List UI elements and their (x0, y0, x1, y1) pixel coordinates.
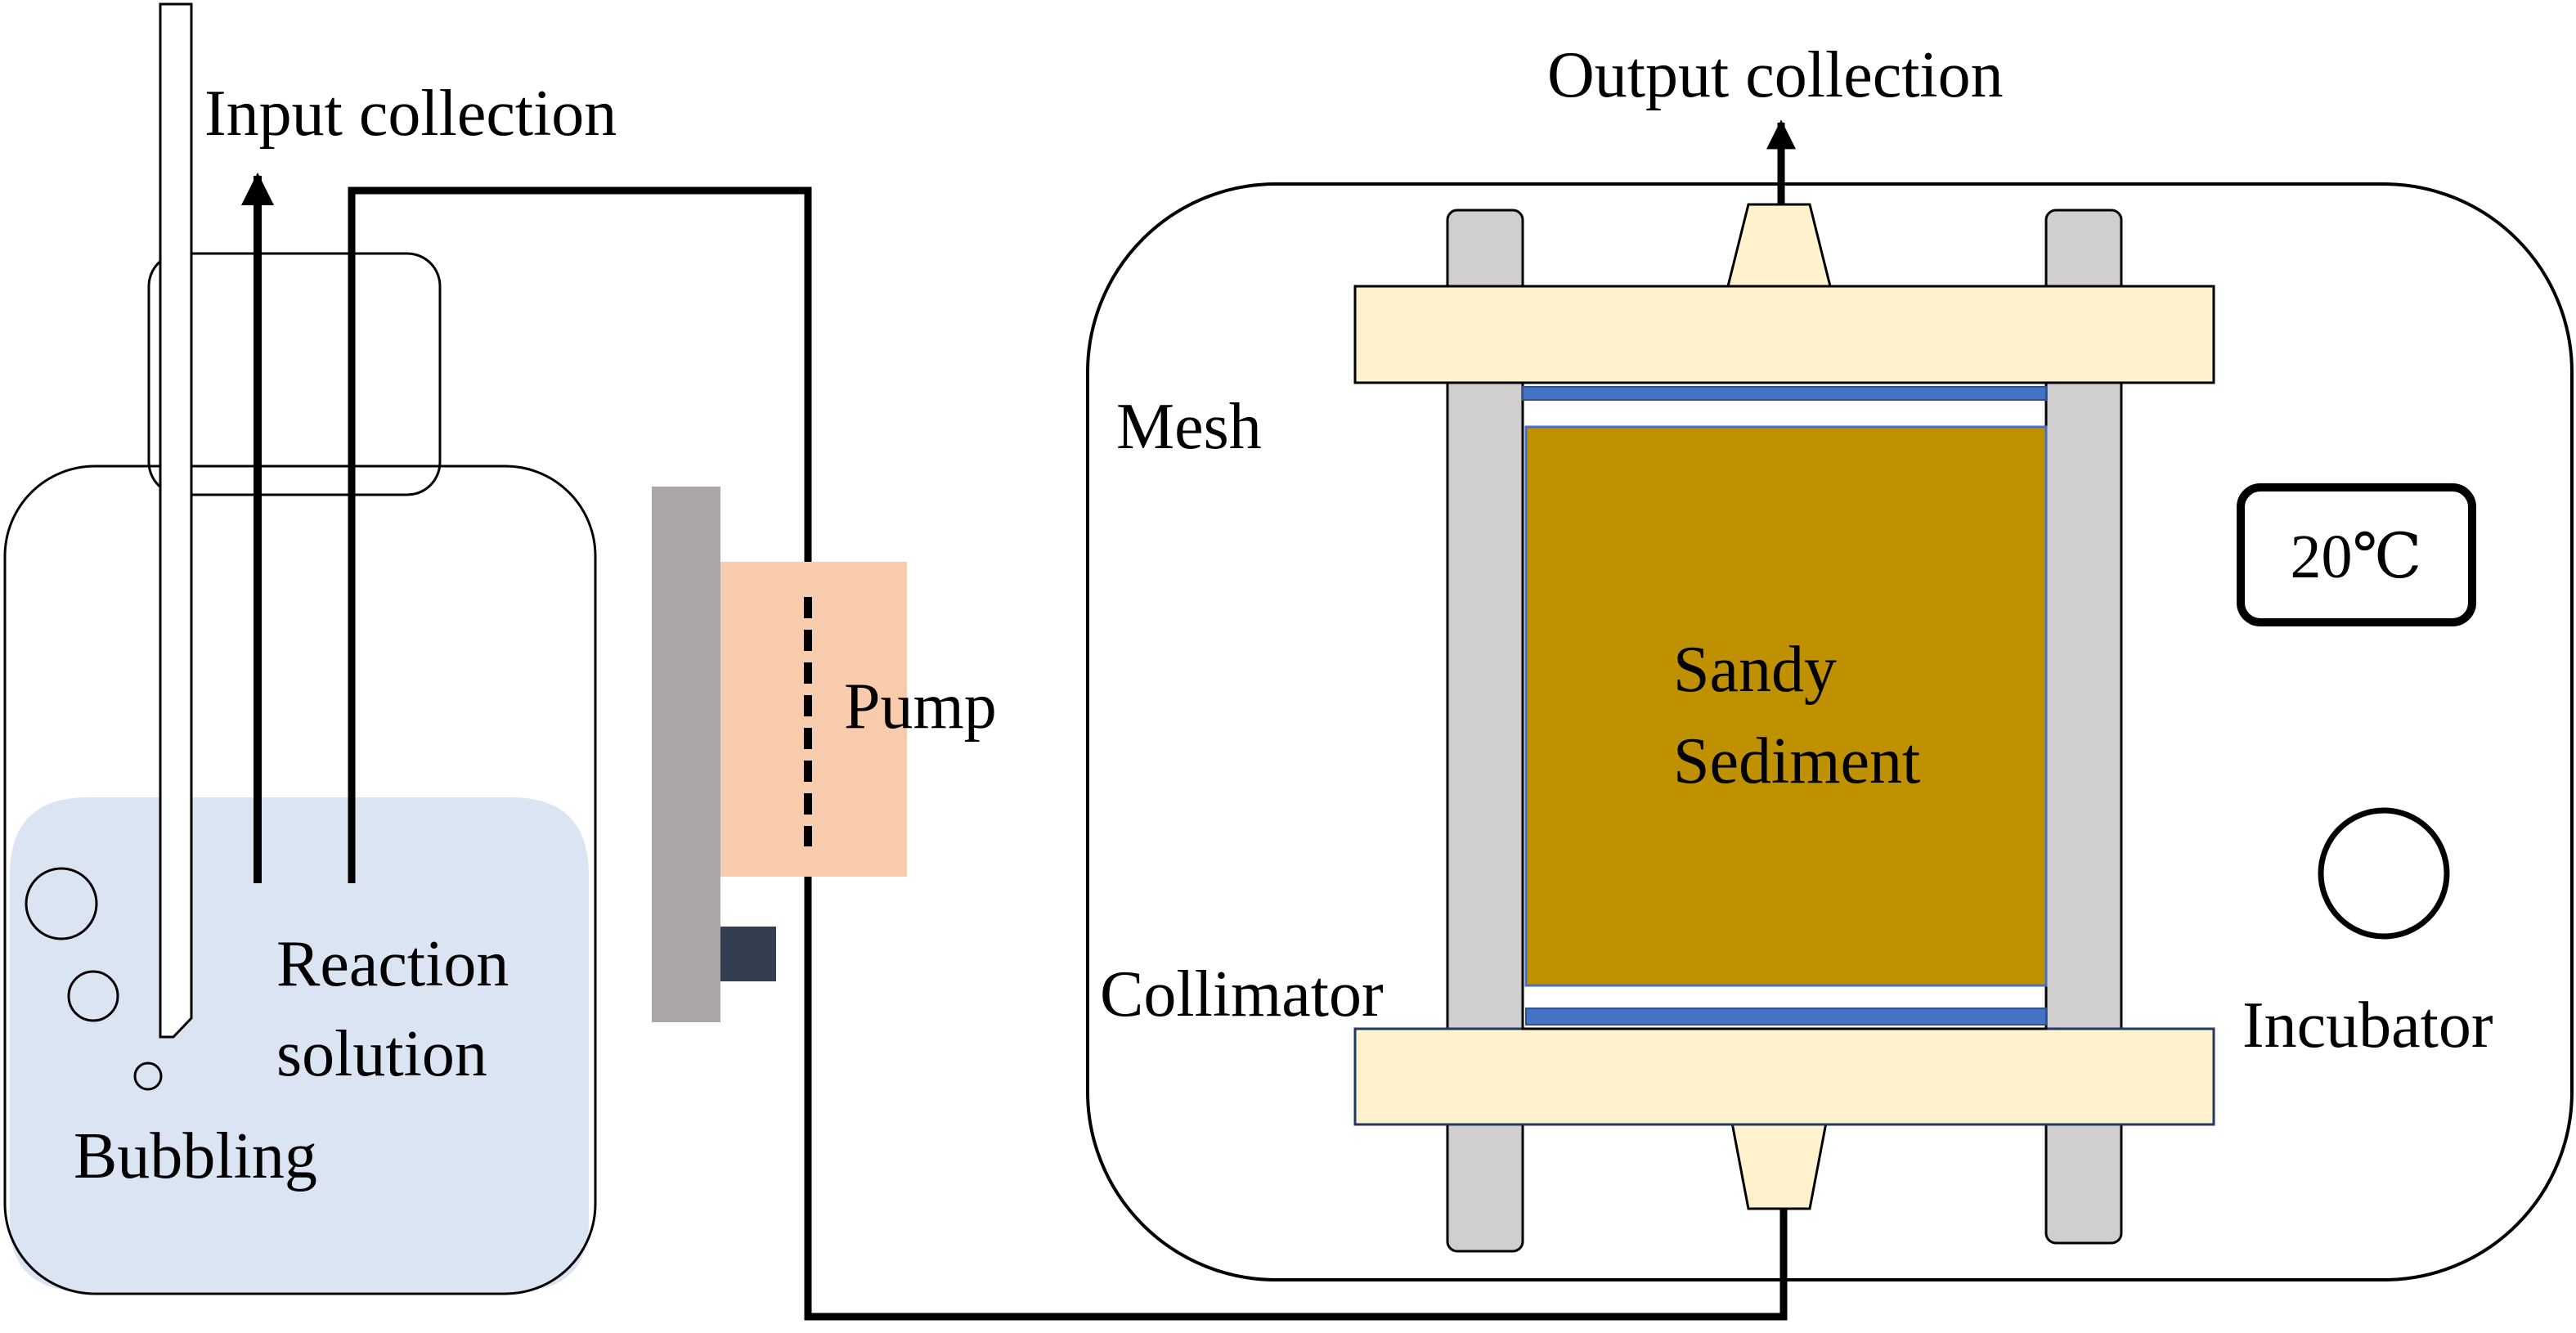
mesh-top (1522, 386, 2047, 401)
sandy-sediment (1524, 425, 2048, 987)
sediment-column (1353, 119, 2215, 1253)
top-connector (1726, 203, 1832, 288)
pump-body (720, 562, 907, 877)
output-collection-label: Output collection (1547, 39, 2004, 111)
pump-motor (720, 927, 776, 981)
bubble-small (133, 1061, 163, 1091)
incubator (1086, 182, 2574, 1281)
bottom-connector (1730, 1121, 1828, 1210)
temperature-display (2237, 483, 2476, 626)
bottom-cap (1353, 1027, 2215, 1126)
reaction-solution-liquid (10, 797, 589, 1292)
incubator-outline (1086, 182, 2574, 1281)
reaction-solution-label-line2: solution (276, 1018, 487, 1090)
reaction-solution-label-line1: Reaction (276, 928, 509, 1000)
bubble-large (25, 867, 98, 940)
pump-label: Pump (844, 671, 997, 743)
bottle-cap (147, 252, 442, 496)
reservoir-bottle (3, 2, 597, 1295)
pump-plate (652, 487, 720, 1022)
bubbling-label: Bubbling (74, 1120, 317, 1192)
mesh-label: Mesh (1116, 391, 1262, 463)
bubble-medium (67, 970, 119, 1022)
pump (652, 487, 907, 1022)
incubator-knob (2318, 807, 2450, 940)
mesh-bottom (1525, 1008, 2047, 1026)
sediment-label-line1: Sandy (1673, 634, 1837, 706)
bubbling-tube (159, 2, 193, 1039)
sediment-label-line2: Sediment (1673, 725, 1920, 797)
input-collection-label: Input collection (204, 78, 617, 150)
bottle-outline (3, 465, 597, 1295)
incubator-label: Incubator (2242, 990, 2493, 1061)
collimator-label: Collimator (1100, 958, 1384, 1030)
top-cap (1353, 285, 2215, 384)
temperature-label: 20℃ (2290, 523, 2421, 591)
